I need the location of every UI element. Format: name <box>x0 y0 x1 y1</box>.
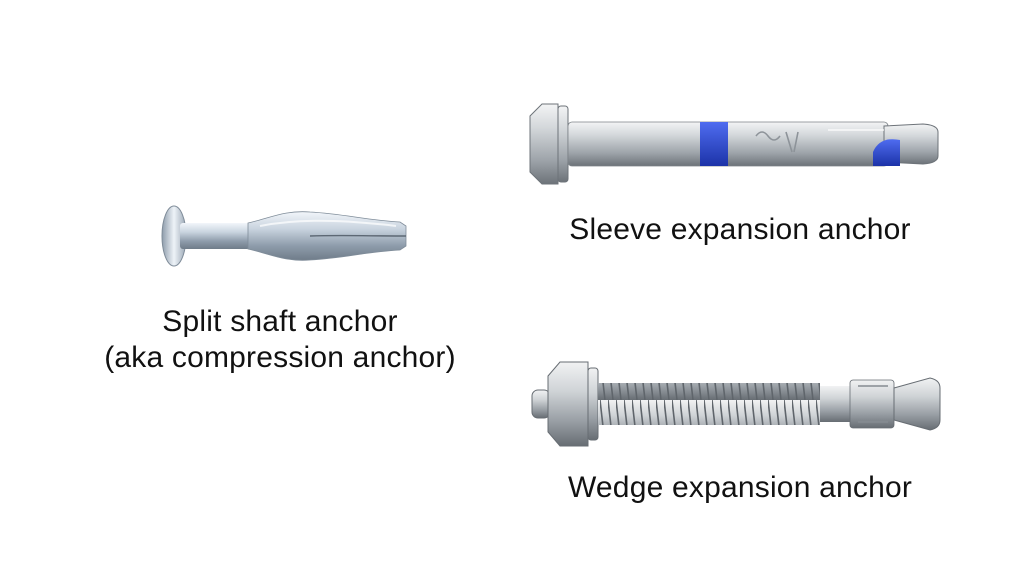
caption-line: (aka compression anchor) <box>104 341 456 374</box>
wedge-clip <box>849 379 895 429</box>
sleeve-expansion-anchor-caption: Sleeve expansion anchor <box>530 212 950 248</box>
hex-nut <box>547 361 589 447</box>
caption-line: Wedge expansion anchor <box>567 471 913 504</box>
split-shaft-anchor-caption: Split shaft anchor (aka compression anch… <box>80 304 480 376</box>
caption-line: Sleeve expansion anchor <box>569 213 911 246</box>
bolt-tip <box>531 389 551 419</box>
wedge-expansion-anchor-caption: Wedge expansion anchor <box>530 470 950 506</box>
anchor-shank <box>180 223 250 249</box>
washer <box>557 105 569 183</box>
wedge-expansion-anchor-icon <box>531 361 941 447</box>
blue-marker-band <box>700 122 728 166</box>
washer <box>587 367 599 441</box>
smooth-shank <box>820 386 850 422</box>
caption-line: Split shaft anchor <box>162 305 398 338</box>
threaded-shaft <box>598 383 820 425</box>
split-shaft-anchor-icon <box>161 205 407 267</box>
hex-nut <box>529 103 559 185</box>
expansion-cone <box>893 377 941 431</box>
sleeve-expansion-anchor-icon <box>529 103 939 185</box>
